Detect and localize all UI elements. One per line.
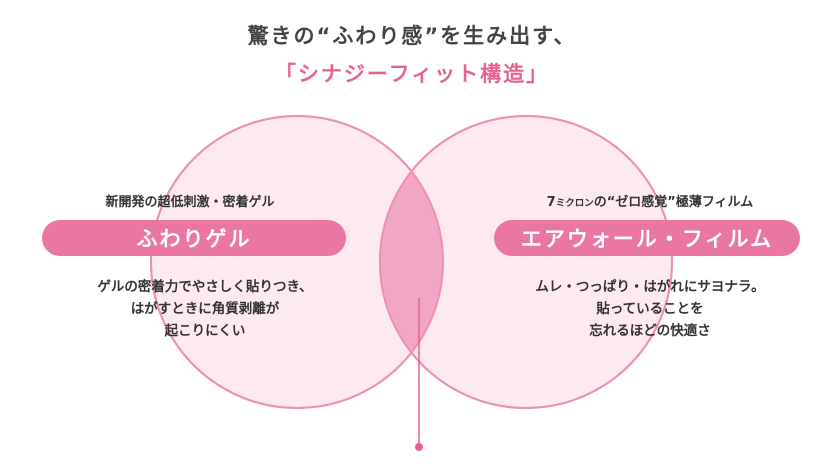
right-caption: 7ミクロンの“ゼロ感覚”極薄フィルム	[500, 191, 800, 210]
right-label-pill: エアウォール・フィルム	[494, 220, 800, 256]
left-description: ゲルの密着力でやさしく貼りつき、 はがすときに角質剥離が 起こりにくい	[60, 276, 350, 342]
right-caption-unit: ミクロン	[555, 198, 594, 209]
left-label: ふわりゲル	[136, 227, 252, 251]
left-circle-outline	[149, 115, 444, 409]
right-description-line: 貼っていることを	[596, 301, 704, 317]
right-description-line: 忘れるほどの快適さ	[589, 323, 711, 339]
right-caption-text: の“ゼロ感覚”極薄フィルム	[593, 195, 754, 210]
right-description: ムレ・つっぱり・はがれにサヨナラ。 貼っていることを 忘れるほどの快適さ	[500, 276, 800, 342]
left-description-line: ゲルの密着力でやさしく貼りつき、	[97, 279, 313, 295]
right-caption-number: 7	[546, 195, 556, 210]
headline-line-2: 「シナジーフィット構造」	[274, 62, 550, 86]
left-label-pill: ふわりゲル	[42, 220, 346, 256]
headline-line-1: 驚きの“ふわり感”を生み出す、	[247, 24, 577, 48]
right-circle-outline	[378, 115, 673, 409]
right-label: エアウォール・フィルム	[520, 227, 774, 251]
left-description-line: はがすときに角質剥離が	[130, 301, 280, 317]
left-description-line: 起こりにくい	[164, 323, 246, 339]
left-caption: 新開発の超低刺激・密着ゲル	[105, 195, 275, 210]
right-description-line: ムレ・つっぱり・はがれにサヨナラ。	[535, 279, 765, 295]
pointer-dot	[415, 443, 423, 451]
